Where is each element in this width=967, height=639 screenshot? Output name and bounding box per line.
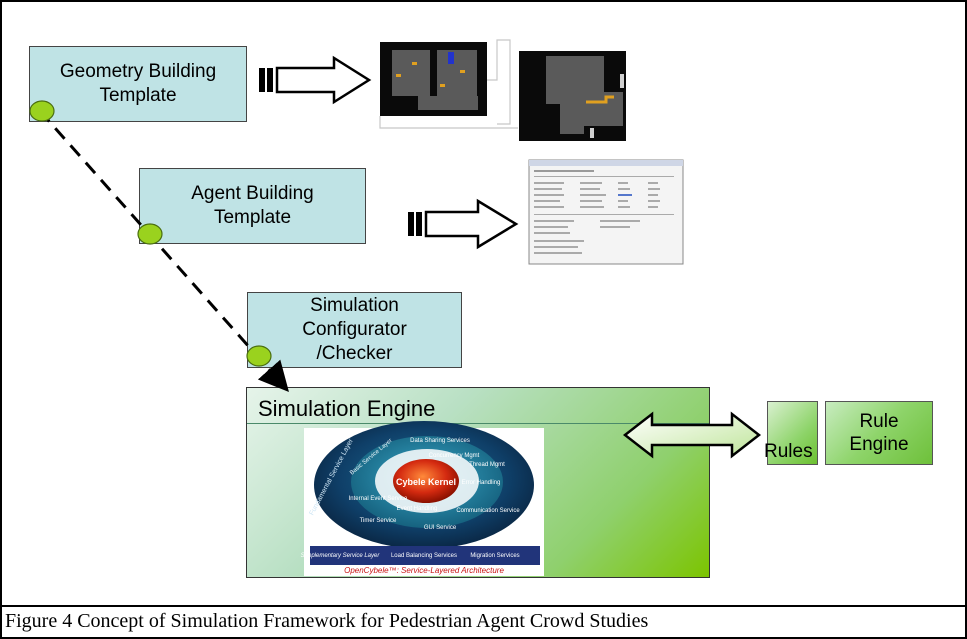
cybele-kernel [393, 459, 459, 503]
service-internal-event: Internal Event Service [349, 496, 408, 502]
simulation-engine-title: Simulation Engine [258, 396, 436, 421]
rules-box [767, 401, 818, 465]
layer-supplementary-label: Supplementary Service Layer [301, 553, 381, 559]
service-gui: GUI Service [424, 525, 457, 531]
agent-building-template-box: Agent Building Template [139, 168, 366, 244]
service-migration: Migration Services [470, 553, 519, 559]
agent-config-window-thumbnail [528, 159, 684, 265]
service-thread: Thread Mgmt [469, 462, 505, 468]
figure-caption: Figure 4 Concept of Simulation Framework… [5, 610, 649, 632]
simulation-configurator-box: Simulation Configurator /Checker [247, 292, 462, 368]
figure-frame [0, 0, 967, 607]
block-arrow-agent [408, 198, 519, 250]
engine-title-divider [247, 423, 709, 424]
service-concurrency: Concurrency Mgmt [429, 453, 480, 459]
block-arrow-geometry [259, 55, 372, 105]
service-timer: Timer Service [360, 518, 397, 524]
rule-engine-box: Rule Engine [825, 401, 933, 465]
service-data-sharing: Data Sharing Services [410, 438, 470, 444]
connector-dot-geometry [29, 100, 55, 122]
supplementary-layer-bar [310, 546, 540, 565]
opencybele-architecture-image: Cybele Kernel Fundamental Service Layer … [301, 421, 544, 576]
floor-plan-thumbnail [379, 39, 626, 141]
rules-label: Rules [764, 441, 813, 462]
connector-dot-configurator [246, 345, 272, 367]
geometry-building-template-box: Geometry Building Template [29, 46, 247, 122]
dashed-flow-line [38, 110, 289, 392]
service-error: Error Handling [462, 480, 501, 486]
kernel-label: Cybele Kernel [396, 477, 456, 487]
service-event-handling: Event Handling [397, 506, 438, 512]
service-communication: Communication Service [456, 508, 520, 514]
double-arrow-engine-rules [622, 411, 762, 459]
service-load-balancing: Load Balancing Services [391, 553, 457, 559]
architecture-footer: OpenCybele™: Service-Layered Architectur… [344, 566, 504, 575]
connector-dot-agent [137, 223, 163, 245]
caption-frame [0, 605, 967, 639]
